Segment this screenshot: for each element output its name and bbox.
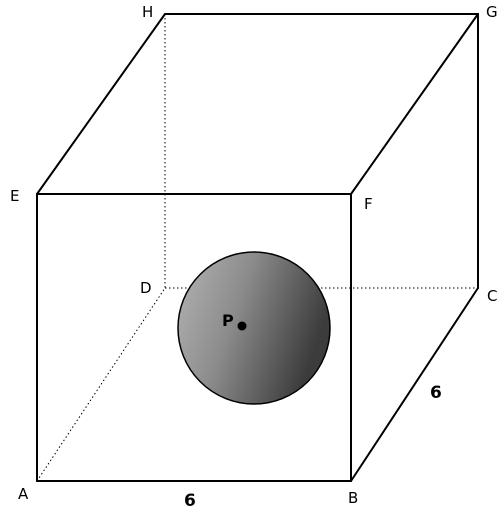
- edge-AD-hidden: [36, 287, 166, 482]
- edge-FG: [350, 13, 479, 195]
- vertex-label-b: B: [348, 489, 358, 507]
- dimension-label-bc: 6: [430, 383, 442, 403]
- vertex-label-g: G: [486, 3, 498, 21]
- vertex-label-d: D: [140, 279, 152, 297]
- sphere: [177, 251, 331, 405]
- vertex-label-h: H: [142, 3, 153, 21]
- vertex-label-a: A: [18, 485, 29, 503]
- vertex-label-c: C: [487, 287, 497, 305]
- vertex-label-e: E: [10, 187, 19, 205]
- dimension-label-ab: 6: [184, 491, 196, 511]
- center-label-p: P: [222, 311, 234, 330]
- center-point-p: [237, 321, 247, 331]
- edge-EH: [36, 13, 166, 195]
- vertex-label-f: F: [364, 195, 373, 213]
- edge-BC: [350, 287, 479, 482]
